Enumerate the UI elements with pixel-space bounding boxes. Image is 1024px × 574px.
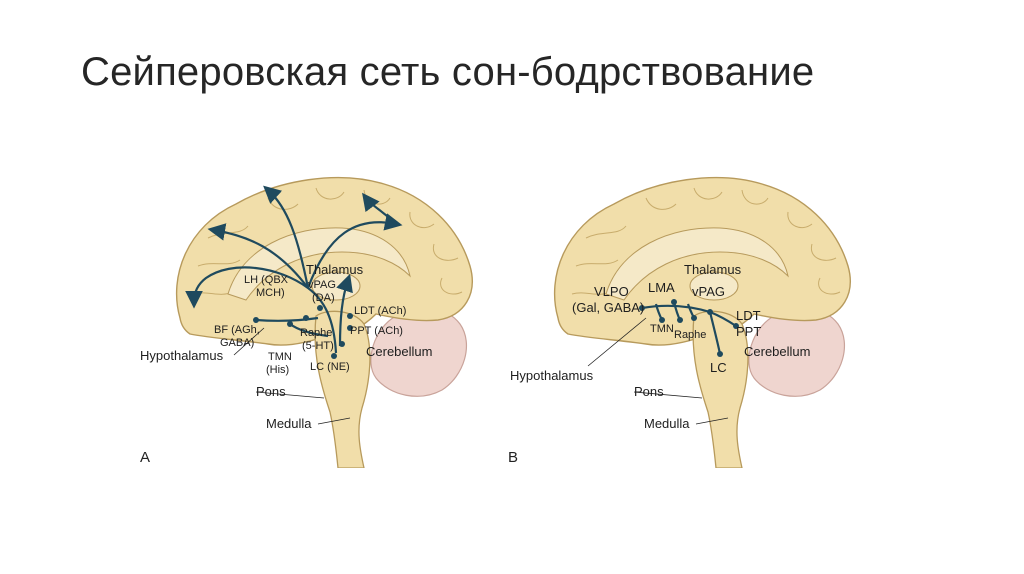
b-tmn-label: TMN [650,323,674,335]
a-hypothalamus-label: Hypothalamus [140,348,224,363]
panel-a: LH (QBX MCH) Thalamus vPAG (DA) LDT (ACh… [140,176,473,468]
panel-a-brainstem [314,310,371,468]
panel-a-letter: A [140,449,150,466]
b-lc-label: LC [710,360,727,375]
a-lc-label: LC (NE) [310,361,350,373]
a-ppt-label: PPT (ACh) [350,325,403,337]
a-raphe-label-1: Raphe [300,327,332,339]
a-vpag-label-1: vPAG [308,279,336,291]
a-lh-label-1: LH (QBX [244,274,289,286]
a-cerebellum-label: Cerebellum [366,344,432,359]
a-ldt-label: LDT (ACh) [354,305,406,317]
panel-b-brainstem [692,310,749,468]
panel-b: Thalamus VLPO (Gal, GABA) LMA vPAG LDT P… [508,176,851,468]
b-hypothalamus-label: Hypothalamus [510,368,594,383]
a-pons-label: Pons [256,384,286,399]
a-bf-label-1: BF (AGh, [214,324,260,336]
panel-a-leaders [233,327,351,425]
a-thalamus-label: Thalamus [306,262,364,277]
b-pons-label: Pons [634,384,664,399]
b-lma-label: LMA [648,280,675,295]
a-vpag-label-2: (DA) [312,292,335,304]
panel-b-corpus-callosum [605,227,789,301]
brain-sections-svg: LH (QBX MCH) Thalamus vPAG (DA) LDT (ACh… [140,176,851,468]
a-bf-label-2: GABA) [220,337,254,349]
b-cerebellum-label: Cerebellum [744,344,810,359]
panel-b-letter: B [508,449,518,466]
b-thalamus-label: Thalamus [684,262,742,277]
brain-sections-figure: LH (QBX MCH) Thalamus vPAG (DA) LDT (ACh… [128,168,888,468]
b-raphe-label: Raphe [674,329,706,341]
panel-a-pathways [185,185,403,354]
a-lh-label-2: MCH) [256,287,285,299]
b-ppt-label: PPT [736,324,761,339]
a-medulla-label: Medulla [266,416,312,431]
panel-a-nuclei [253,305,353,359]
b-vpag-label: vPAG [692,284,725,299]
slide-title: Сейперовская сеть сон-бодрствование [81,50,815,94]
a-tmn-label-2: (His) [266,364,289,376]
panel-b-nuclei [639,299,739,357]
b-vlpo-label-1: VLPO [594,284,629,299]
panel-a-corpus-callosum [227,227,411,301]
panel-b-thalamus [689,271,739,301]
b-vlpo-label-2: (Gal, GABA) [572,300,644,315]
b-medulla-label: Medulla [644,416,690,431]
a-tmn-label-1: TMN [268,351,292,363]
panel-b-leaders [587,317,729,425]
b-ldt-label: LDT [736,308,761,323]
panel-b-cerebrum [554,176,851,346]
a-raphe-label-2: (5-HT) [302,340,334,352]
